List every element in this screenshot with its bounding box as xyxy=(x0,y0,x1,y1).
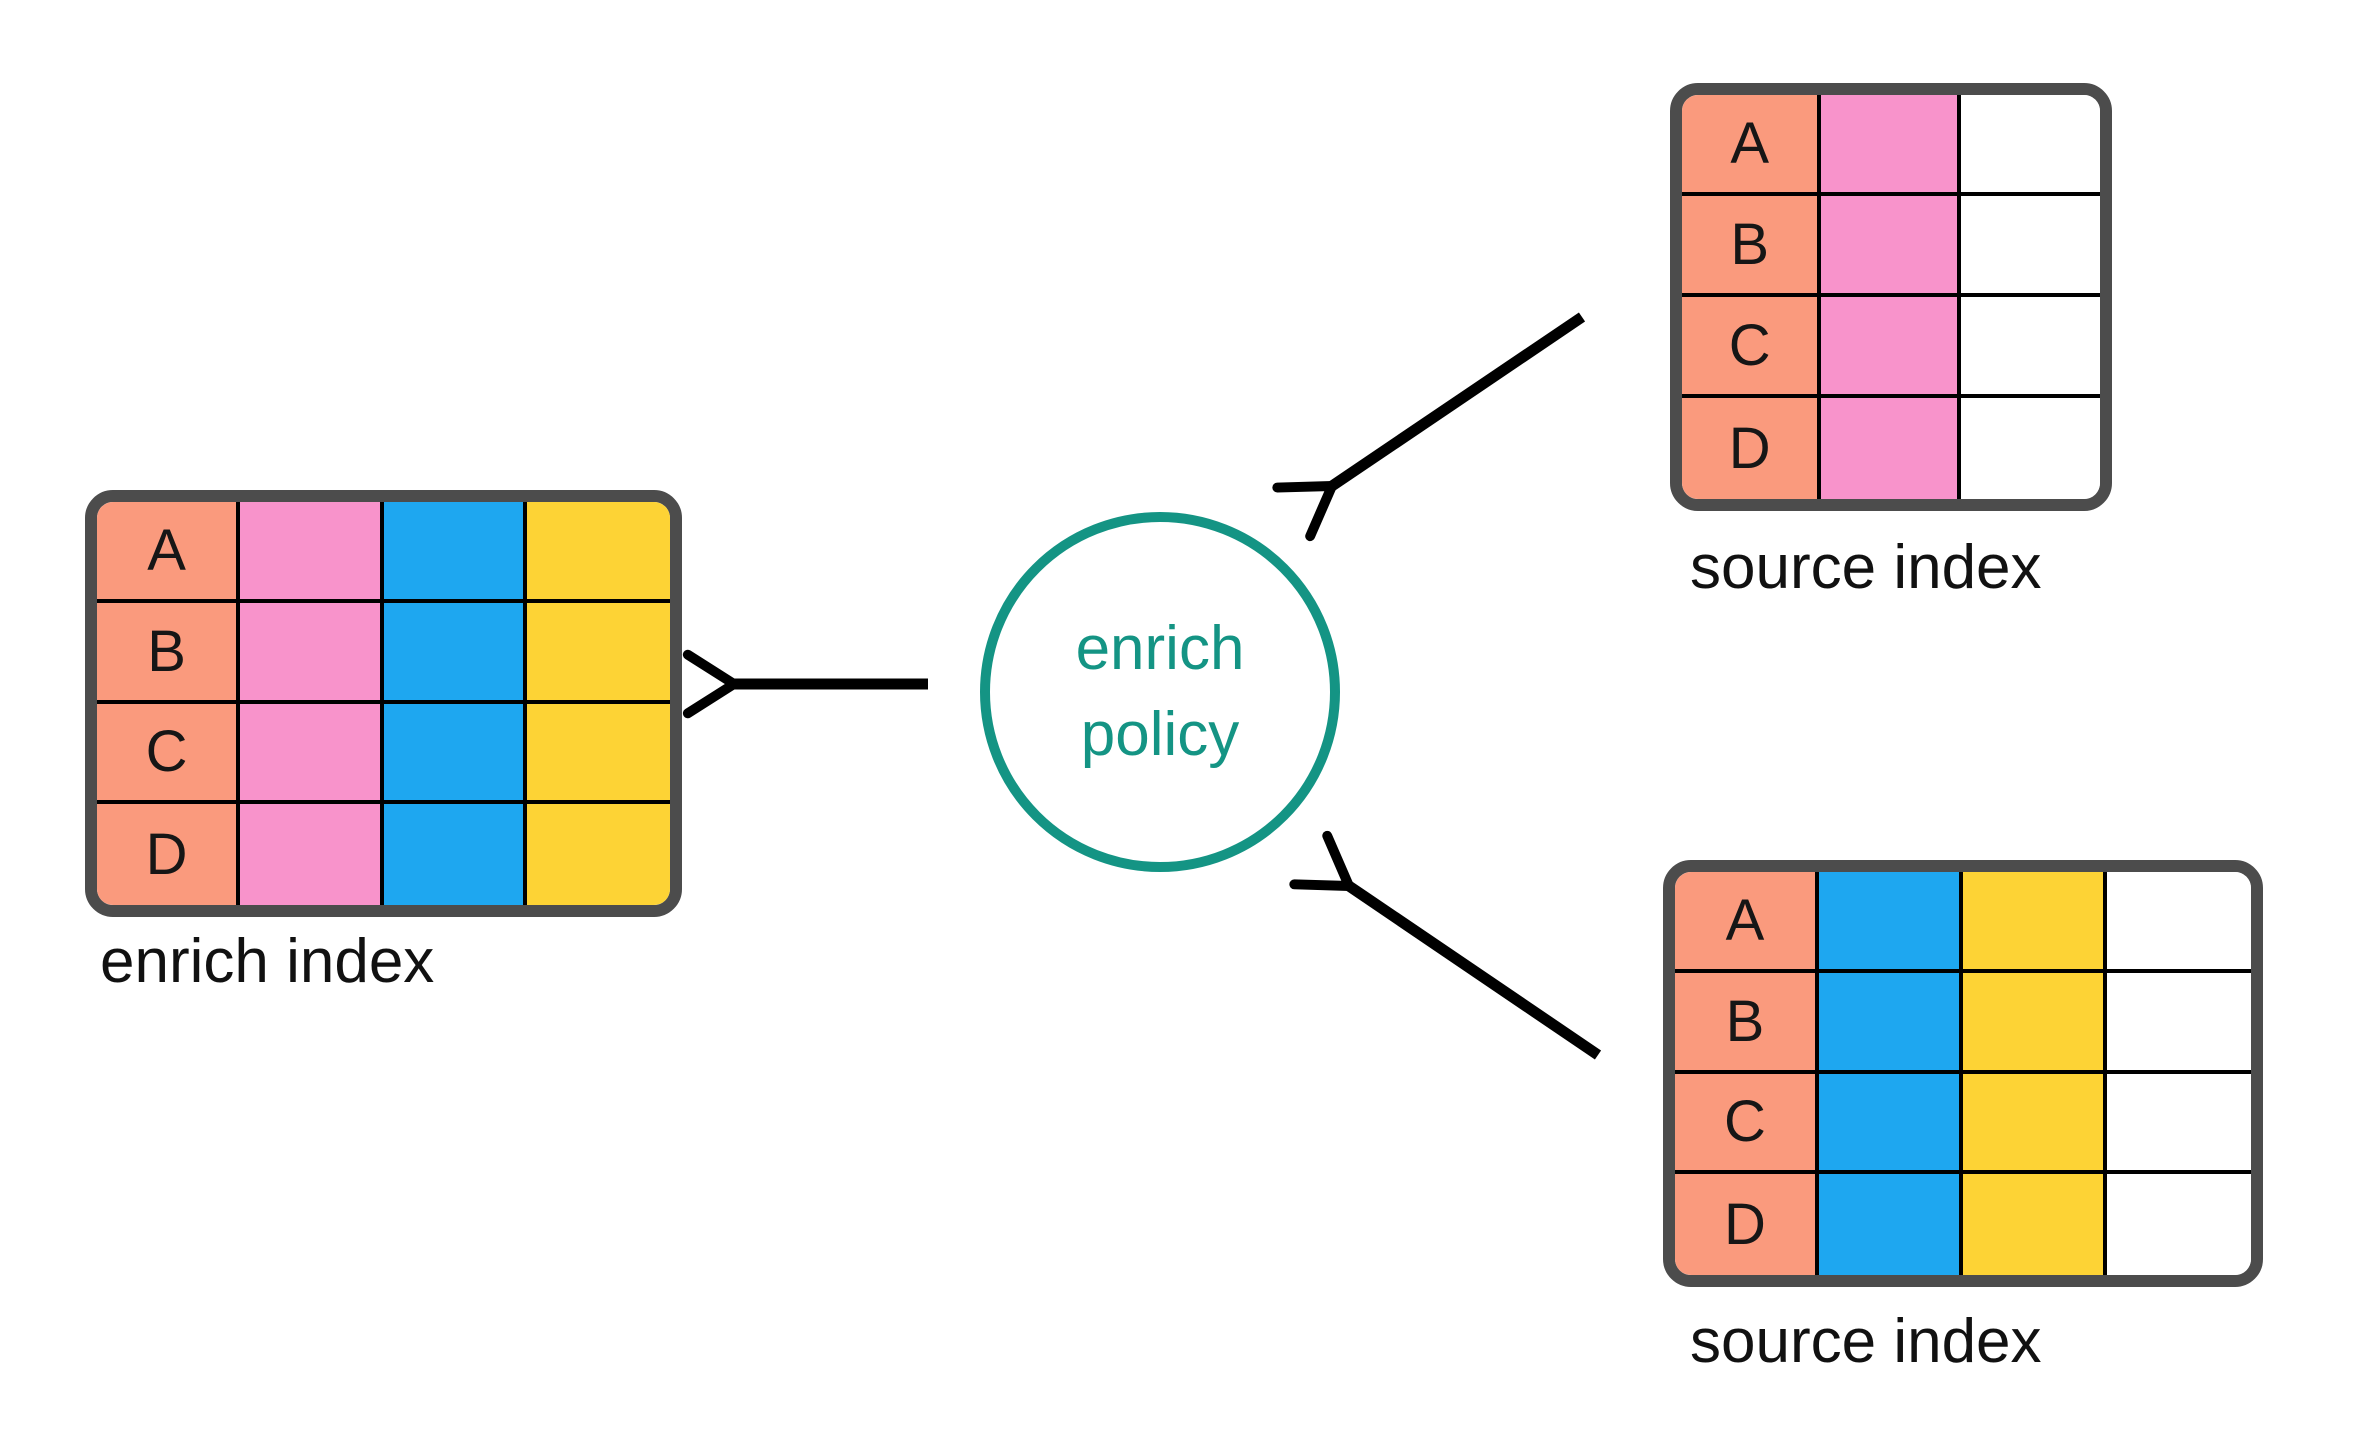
table-cell-A-col1 xyxy=(1819,872,1963,973)
table-cell-C-col3 xyxy=(526,703,670,805)
table-cell-C-col0: C xyxy=(1682,297,1822,398)
table-cell-B-col3 xyxy=(526,602,670,704)
table-cell-D-col2 xyxy=(1963,1174,2107,1275)
table-cell-A-col3 xyxy=(2107,872,2251,973)
table-cell-B-col2 xyxy=(1963,972,2107,1074)
table-cell-D-col1 xyxy=(1819,1174,1963,1275)
arrow-bottom-source-to-policy-icon xyxy=(1289,830,1602,1060)
table-cell-C-col1 xyxy=(1819,1073,1963,1175)
table-cell-A-col1 xyxy=(1821,95,1961,196)
table-cell-B-col2 xyxy=(1960,196,2100,297)
arrow-top-source-to-policy-icon xyxy=(1272,312,1586,542)
table-cell-A-col0: A xyxy=(97,502,241,603)
label-source-index-top: source index xyxy=(1690,533,2042,602)
table-cell-C-col2 xyxy=(383,703,527,805)
enrich-policy-label-line2: policy xyxy=(1080,700,1240,769)
table-cell-C-col2 xyxy=(1963,1073,2107,1175)
table-cell-D-col0: D xyxy=(97,804,241,905)
table-cell-C-col0: C xyxy=(97,703,241,805)
table-cell-D-col2 xyxy=(383,804,527,905)
table-cell-A-col2 xyxy=(383,502,527,603)
label-source-index-bottom: source index xyxy=(1690,1307,2042,1376)
table-cell-B-col0: B xyxy=(1675,972,1819,1074)
table-cell-A-col2 xyxy=(1963,872,2107,973)
table-cell-B-col1 xyxy=(1821,196,1961,297)
table-cell-C-col2 xyxy=(1960,297,2100,398)
table-cell-D-col3 xyxy=(2107,1174,2251,1275)
table-cell-D-col2 xyxy=(1960,398,2100,499)
table-cell-B-col1 xyxy=(1819,972,1963,1074)
table-cell-B-col3 xyxy=(2107,972,2251,1074)
table-cell-C-col0: C xyxy=(1675,1073,1819,1175)
table-cell-D-col1 xyxy=(240,804,384,905)
table-cell-C-col1 xyxy=(1821,297,1961,398)
label-enrich-index: enrich index xyxy=(100,927,435,996)
table-cell-A-col3 xyxy=(526,502,670,603)
table-cell-C-col3 xyxy=(2107,1073,2251,1175)
table-cell-A-col1 xyxy=(240,502,384,603)
table-cell-B-col0: B xyxy=(97,602,241,704)
table-cell-B-col2 xyxy=(383,602,527,704)
table-cell-C-col1 xyxy=(240,703,384,805)
table-cell-A-col2 xyxy=(1960,95,2100,196)
table-cell-A-col0: A xyxy=(1682,95,1822,196)
table-cell-D-col0: D xyxy=(1675,1174,1819,1275)
table-cell-A-col0: A xyxy=(1675,872,1819,973)
table-cell-D-col1 xyxy=(1821,398,1961,499)
table-cell-D-col0: D xyxy=(1682,398,1822,499)
enrich-policy-label: enrich policy xyxy=(1076,606,1245,777)
table-cell-D-col3 xyxy=(526,804,670,905)
table-cell-B-col0: B xyxy=(1682,196,1822,297)
enrich-policy-node: enrich policy xyxy=(980,512,1340,872)
table-cell-B-col1 xyxy=(240,602,384,704)
enrich-policy-label-line1: enrich xyxy=(1075,614,1245,684)
